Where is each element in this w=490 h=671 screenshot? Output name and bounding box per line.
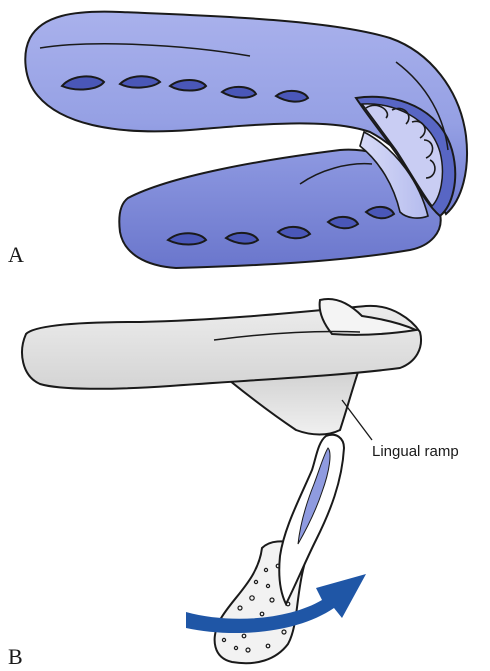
tooth-body [279, 435, 344, 604]
lingual-ramp-label: Lingual ramp [372, 443, 459, 460]
lingual-ramp-leader [342, 400, 372, 440]
appliance-a [25, 12, 467, 268]
panel-a-label: A [8, 242, 24, 267]
appliance-b [22, 299, 421, 435]
panel-b-label: B [8, 644, 23, 669]
